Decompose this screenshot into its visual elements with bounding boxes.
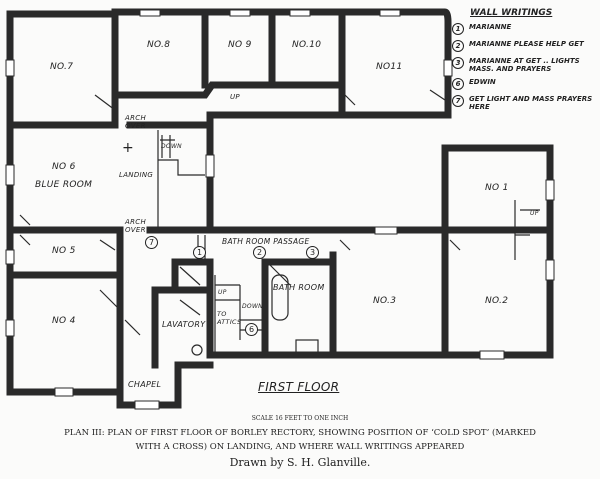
legend-number: 3 xyxy=(452,57,464,69)
room-no11-label: NO11 xyxy=(376,62,403,72)
scale-note: SCALE 16 FEET TO ONE INCH xyxy=(251,415,349,422)
legend-text: GET LIGHT AND MASS PRAYERS HERE xyxy=(469,95,593,111)
legend-text: MARIANNE AT GET .. LIGHTS MASS. AND PRAY… xyxy=(469,57,580,73)
stairs-up-label: UP xyxy=(218,289,227,296)
room-no9-label: NO 9 xyxy=(228,40,252,50)
stairs-up-label: UP xyxy=(530,210,539,217)
caption-line-1: PLAN III: PLAN OF FIRST FLOOR OF BORLEY … xyxy=(64,428,536,438)
room-no4-label: NO 4 xyxy=(52,316,76,326)
legend-item: 1 MARIANNE xyxy=(452,23,597,35)
room-no6-label: NO 6 xyxy=(52,162,76,172)
cold-spot-cross: + xyxy=(122,140,135,156)
bath-room-label: BATH ROOM xyxy=(273,283,325,292)
legend-item: 2 MARIANNE PLEASE HELP GET xyxy=(452,40,597,52)
legend-text: MARIANNE PLEASE HELP GET xyxy=(469,40,584,48)
legend-number: 6 xyxy=(452,78,464,90)
room-no10-label: NO.10 xyxy=(292,40,322,50)
room-no5-label: NO 5 xyxy=(52,246,76,256)
legend-item: 6 EDWIN xyxy=(452,78,597,90)
stairs-and-doors xyxy=(19,89,540,356)
stairs-down-label: DOWN xyxy=(242,303,263,310)
legend-text: EDWIN xyxy=(469,78,496,86)
stairs-up-label: UP xyxy=(230,93,240,101)
room-no2-label: NO.2 xyxy=(485,296,509,306)
room-no8-label: NO.8 xyxy=(147,40,171,50)
arch-over-label: ARCH OVER xyxy=(125,114,147,130)
landing-label: LANDING xyxy=(119,171,154,179)
legend-item: 7 GET LIGHT AND MASS PRAYERS HERE xyxy=(452,95,597,111)
room-no1-label: NO 1 xyxy=(485,183,509,193)
room-no3-label: NO.3 xyxy=(373,296,397,306)
bath-room-passage-label: BATH ROOM PASSAGE xyxy=(222,237,310,246)
floor-title: FIRST FLOOR xyxy=(258,380,340,394)
legend-number: 2 xyxy=(452,40,464,52)
to-attics-label: TO ATTICS xyxy=(217,310,242,326)
legend-number: 1 xyxy=(452,23,464,35)
wall-writing-marker-7: 7 xyxy=(145,236,158,249)
legend-title: WALL WRITINGS xyxy=(470,8,553,18)
wall-writings-legend: WALL WRITINGS 1 MARIANNE 2 MARIANNE PLEASE… xyxy=(452,8,597,116)
caption-line-2: WITH A CROSS) ON LANDING, AND WHERE WALL… xyxy=(135,442,465,452)
wall-writing-marker-3: 3 xyxy=(306,246,319,259)
wall-writing-marker-6: 6 xyxy=(245,323,258,336)
arch-over-label: ARCH OVER xyxy=(125,218,147,234)
caption-credit: Drawn by S. H. Glanville. xyxy=(229,456,371,469)
windows xyxy=(5,9,555,410)
legend-number: 7 xyxy=(452,95,464,107)
wall-writing-marker-2: 2 xyxy=(253,246,266,259)
lavatory-label: LAVATORY xyxy=(162,320,206,329)
legend-text: MARIANNE xyxy=(469,23,512,31)
chapel-label: CHAPEL xyxy=(128,380,162,389)
room-no7-label: NO.7 xyxy=(50,62,74,72)
wall-writing-marker-1: 1 xyxy=(193,246,206,259)
blue-room-label: BLUE ROOM xyxy=(35,180,93,190)
legend-item: 3 MARIANNE AT GET .. LIGHTS MASS. AND PRA… xyxy=(452,57,597,73)
stairs-down-label: DOWN xyxy=(161,143,182,150)
